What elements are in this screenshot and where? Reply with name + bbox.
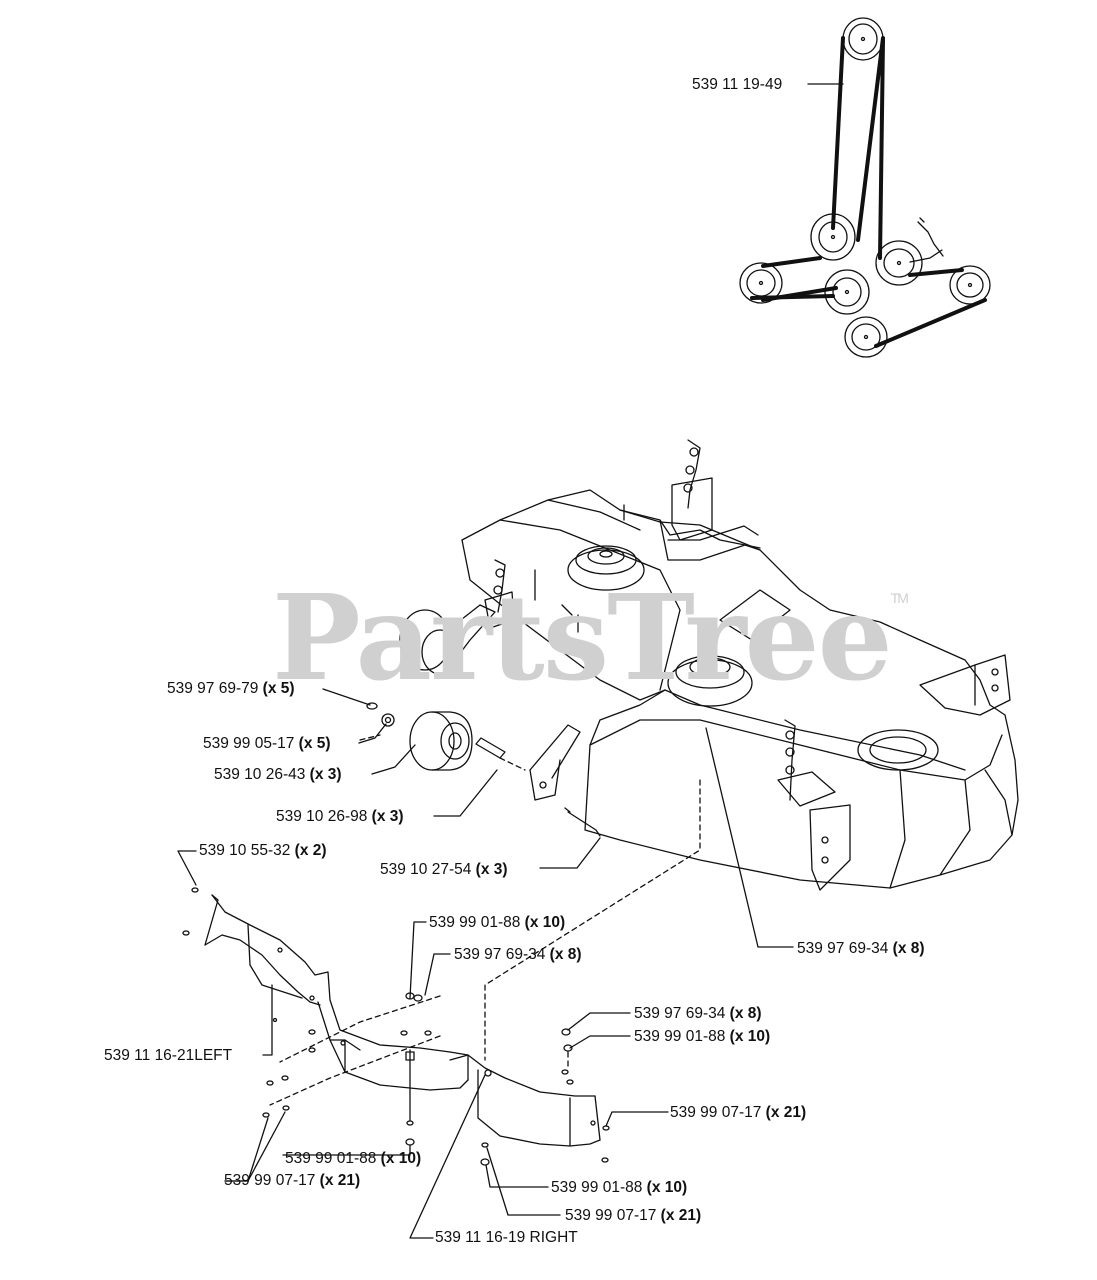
callout-bottom-bolt: 539 99 01-88 (x 10) <box>285 1150 422 1167</box>
callout-baffle-left: 539 11 16-21LEFT <box>104 1047 233 1064</box>
callout-wheel: 539 10 26-43 (x 3) <box>214 766 342 783</box>
callout-locknut: 539 97 69-79 (x 5) <box>167 680 295 697</box>
watermark: PartsTreeTM <box>272 568 909 707</box>
mower-deck <box>399 439 1019 891</box>
belt-routing <box>739 17 991 358</box>
callout-spacer: 539 10 26-98 (x 3) <box>276 808 404 825</box>
callout-right-bolt: 539 99 01-88 (x 10) <box>634 1028 771 1045</box>
callout-baffle-right: 539 11 16-19 RIGHT <box>435 1229 578 1246</box>
assembly-lines <box>269 734 701 1106</box>
baffle-left <box>182 887 469 1146</box>
callout-bottom-right-bolt: 539 99 01-88 (x 10) <box>551 1179 688 1196</box>
callout-left-washer: 539 99 07-17 (x 21) <box>224 1172 361 1189</box>
callout-belt: 539 11 19-49 <box>692 76 783 93</box>
callout-right-locknut: 539 97 69-34 (x 8) <box>634 1005 762 1022</box>
callout-left-locknut: 539 97 69-34 (x 8) <box>454 946 582 963</box>
callout-left-bolt: 539 99 01-88 (x 10) <box>429 914 566 931</box>
baffle-right <box>449 1028 610 1166</box>
callout-bottom-right-washer: 539 99 07-17 (x 21) <box>565 1207 702 1224</box>
leader-lines <box>177 83 844 1239</box>
gauge-wheel-assembly <box>366 702 601 837</box>
callout-wheel-bolt: 539 10 27-54 (x 3) <box>380 861 508 878</box>
callout-right-washer: 539 99 07-17 (x 21) <box>670 1104 807 1121</box>
callout-bolt: 539 10 55-32 (x 2) <box>199 842 327 859</box>
callout-deck-locknut: 539 97 69-34 (x 8) <box>797 940 925 957</box>
callout-washer: 539 99 05-17 (x 5) <box>203 735 331 752</box>
